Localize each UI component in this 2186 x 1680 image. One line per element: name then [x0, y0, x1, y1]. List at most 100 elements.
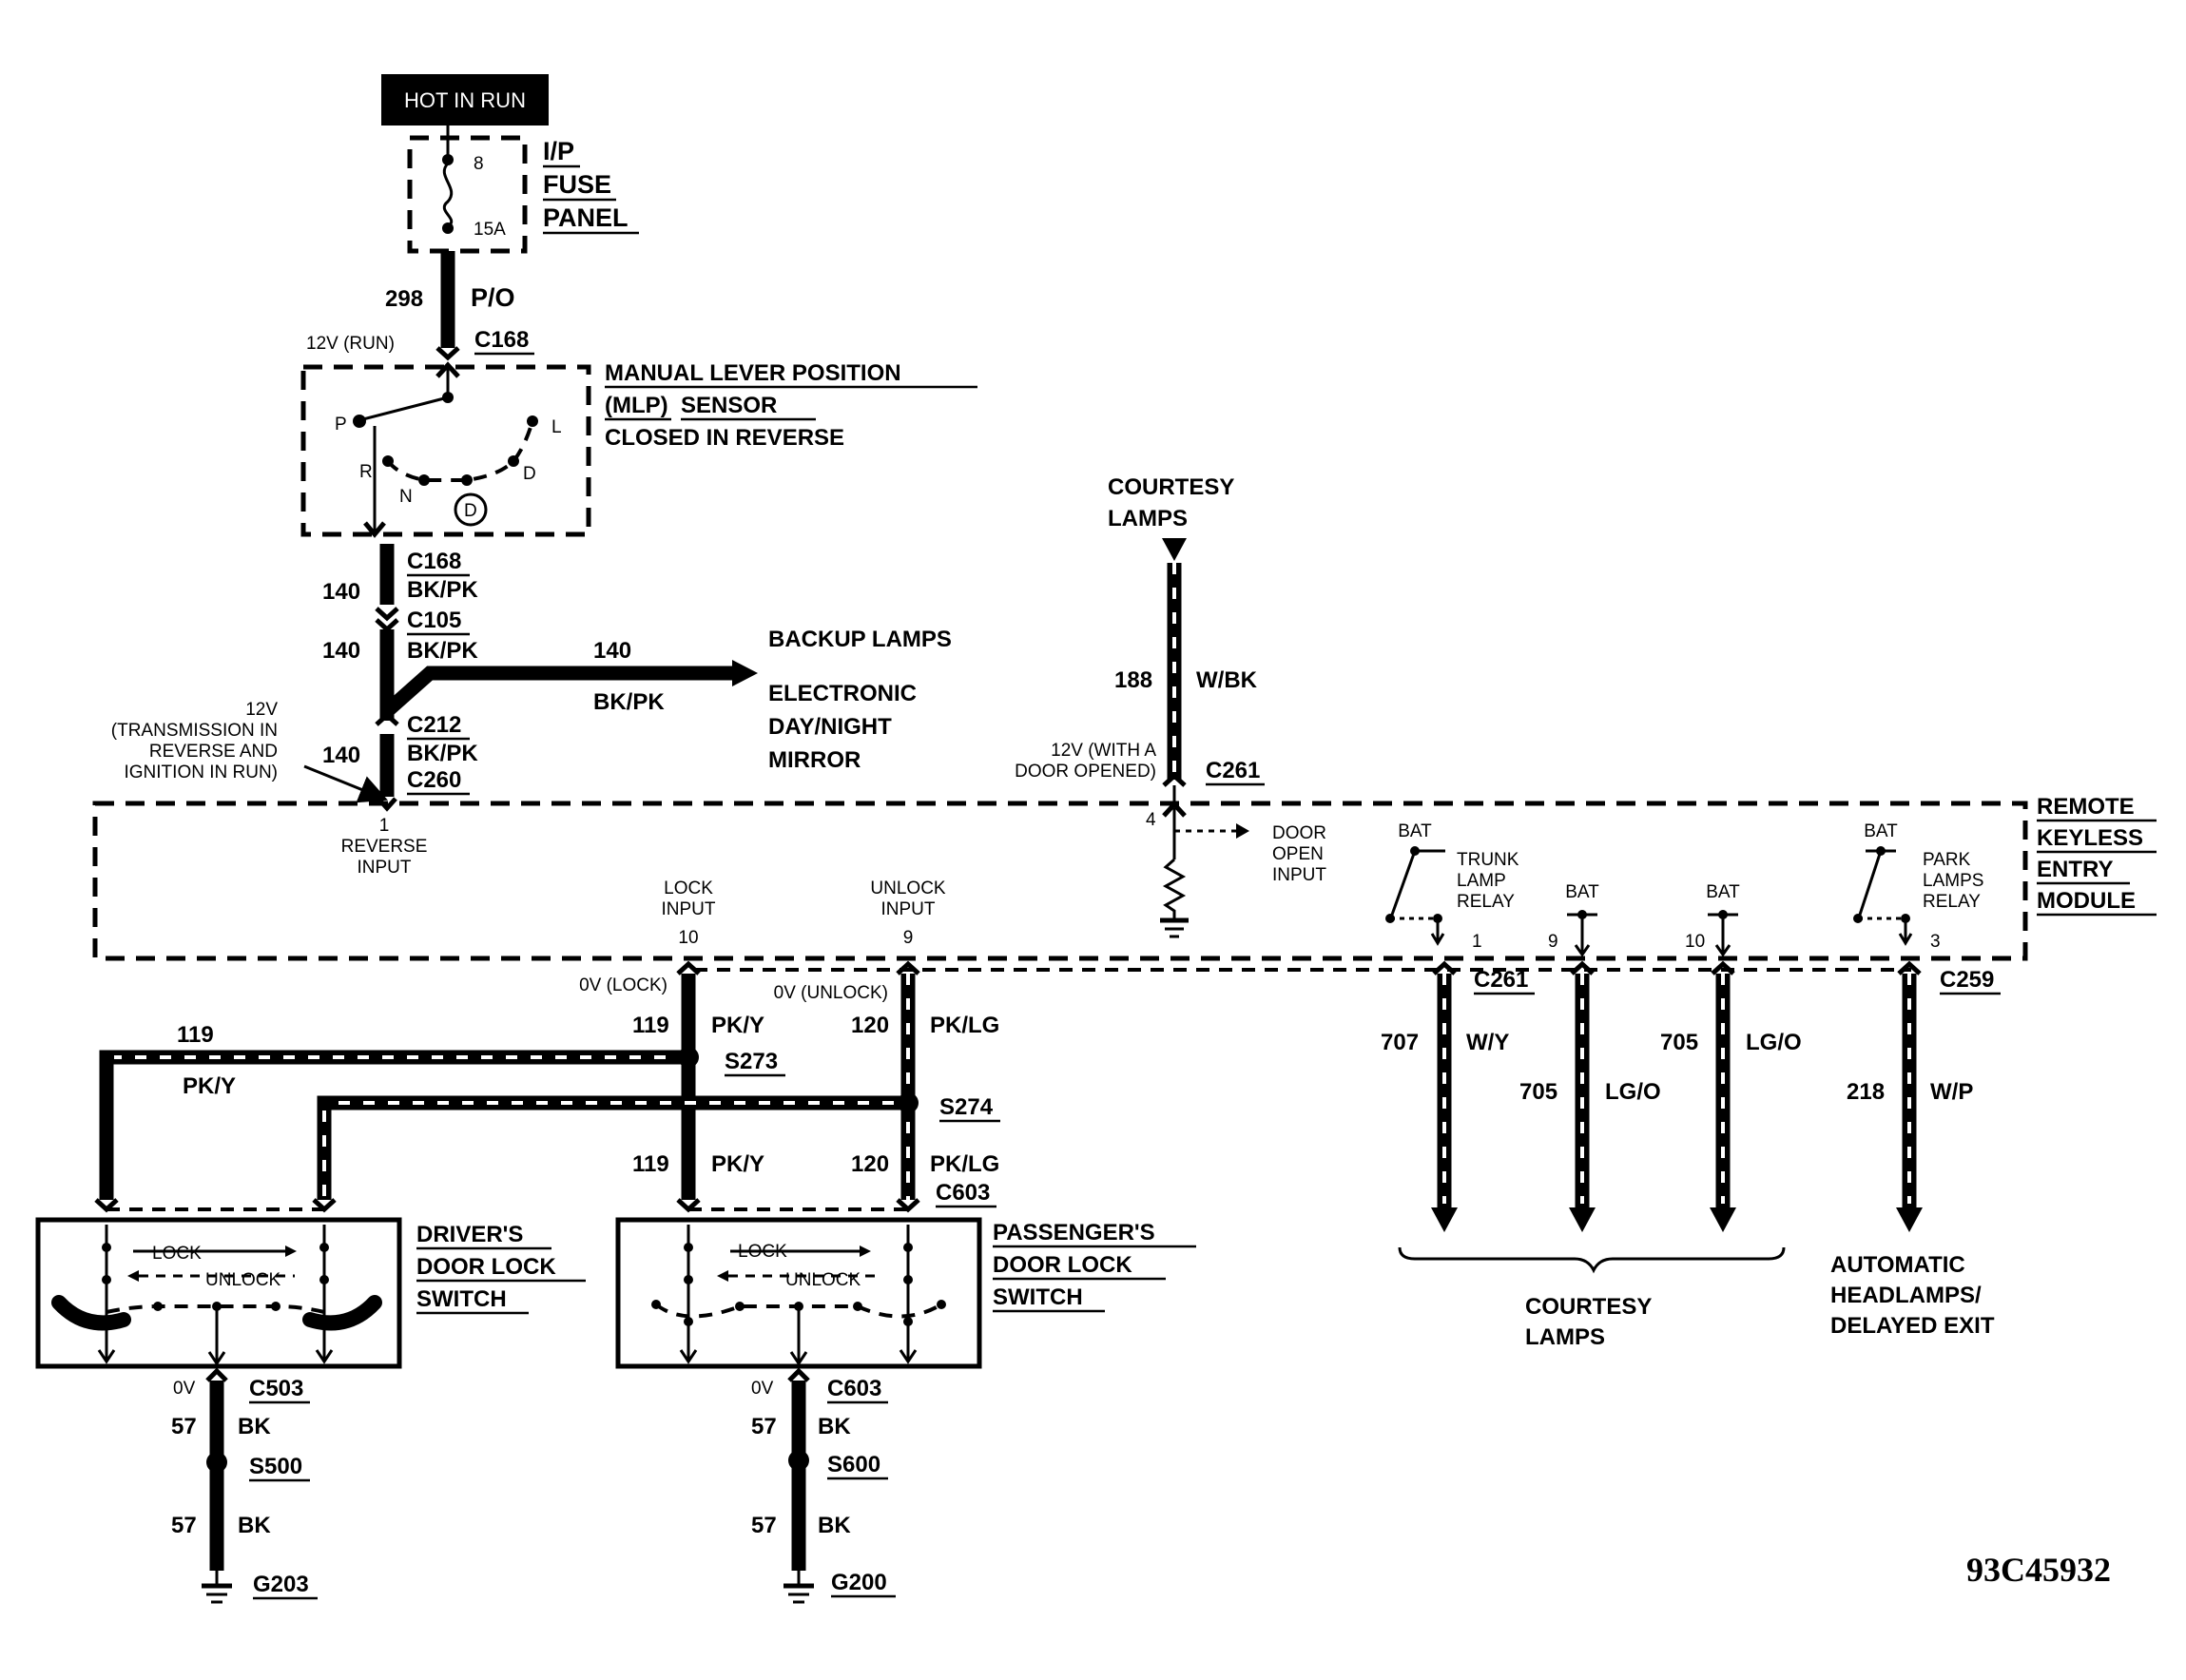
courtesy-lamps-bottom-label: COURTESY LAMPS — [1525, 1294, 1652, 1350]
fuse-panel-label: I/P FUSE PANEL — [543, 137, 639, 235]
out-pin-9: 9 — [1548, 932, 1558, 952]
trunk-lamp-relay — [1385, 846, 1445, 946]
wire-705a-number: 705 — [1519, 1079, 1557, 1105]
mirror-label: ELECTRONIC DAY/NIGHT MIRROR — [768, 681, 917, 773]
svg-text:PANEL: PANEL — [543, 203, 629, 232]
driver-wire-57-color-2: BK — [238, 1513, 271, 1538]
svg-text:PARK: PARK — [1923, 850, 1971, 870]
mlp-sensor-box — [300, 364, 591, 537]
svg-text:MIRROR: MIRROR — [768, 747, 861, 773]
svg-text:ENTRY: ENTRY — [2037, 857, 2113, 882]
svg-text:(TRANSMISSION IN: (TRANSMISSION IN — [111, 721, 278, 741]
svg-text:10: 10 — [678, 928, 698, 948]
passenger-ov: 0V — [751, 1379, 774, 1399]
courtesy-lamps-top-label: COURTESY LAMPS — [1108, 474, 1234, 531]
wire-140-color-2: BK/PK — [407, 638, 478, 664]
backup-lamps-label: BACKUP LAMPS — [768, 627, 952, 652]
svg-text:AUTOMATIC: AUTOMATIC — [1830, 1252, 1965, 1278]
wire-705-b — [1710, 960, 1736, 1232]
svg-text:UNLOCK: UNLOCK — [870, 879, 946, 898]
wire-119-number-left: 119 — [177, 1022, 214, 1048]
park-lamps-relay — [1853, 846, 1913, 946]
svg-text:LAMP: LAMP — [1457, 871, 1506, 891]
wire-120 — [312, 960, 920, 1213]
lock-input-label: LOCK INPUT 10 — [662, 879, 716, 948]
courtesy-bracket — [1398, 1246, 1786, 1274]
park-out-pin: 3 — [1930, 932, 1941, 952]
passenger-wire-57-number-2: 57 — [751, 1513, 777, 1538]
splice-s274 — [898, 1092, 919, 1113]
svg-text:DRIVER'S: DRIVER'S — [416, 1222, 523, 1247]
reverse-pin: 1 — [379, 816, 390, 836]
svg-text:FUSE: FUSE — [543, 170, 611, 199]
wire-298 — [435, 251, 460, 361]
park-relay-label: PARK LAMPS RELAY — [1923, 850, 1983, 912]
connector-c168-bottom: C168 — [407, 549, 461, 574]
fuse-symbol — [442, 126, 454, 234]
svg-text:INPUT: INPUT — [358, 858, 412, 878]
svg-text:KEYLESS: KEYLESS — [2037, 825, 2143, 851]
courtesy-lamps-arrow — [1162, 538, 1187, 561]
passenger-switch-title: PASSENGER'S DOOR LOCK SWITCH — [993, 1220, 1196, 1313]
bat-label-9: BAT — [1565, 882, 1599, 902]
splice-s600: S600 — [827, 1452, 880, 1477]
mlp-pos-r: R — [359, 462, 373, 482]
svg-text:REVERSE AND: REVERSE AND — [149, 742, 278, 762]
wire-119-color-left: PK/Y — [183, 1073, 236, 1099]
wire-119 — [94, 960, 701, 1213]
connector-c168-top: C168 — [474, 327, 529, 353]
mlp-pos-l: L — [551, 417, 562, 437]
svg-text:CLOSED IN REVERSE: CLOSED IN REVERSE — [605, 425, 844, 451]
trunk-out-pin: 1 — [1472, 932, 1482, 952]
driver-switch-title: DRIVER'S DOOR LOCK SWITCH — [416, 1222, 586, 1315]
svg-text:LAMPS: LAMPS — [1108, 506, 1188, 531]
wire-298-voltage: 12V (RUN) — [306, 334, 395, 354]
connector-c212: C212 — [407, 712, 461, 738]
wire-218 — [1896, 960, 1923, 1232]
remote-keyless-entry-module-box — [92, 801, 2028, 961]
svg-text:12V: 12V — [245, 700, 278, 720]
connector-c261-top: C261 — [1206, 758, 1260, 783]
wire-119-number-2: 119 — [632, 1151, 669, 1177]
svg-text:TRUNK: TRUNK — [1457, 850, 1519, 870]
svg-text:REMOTE: REMOTE — [2037, 794, 2135, 820]
passenger-door-lock-switch-box — [615, 1217, 982, 1369]
connector-c261-bottom: C261 — [1474, 967, 1528, 993]
driver-ov: 0V — [173, 1379, 196, 1399]
mlp-pos-overdrive: D — [464, 501, 477, 521]
trunk-bat-label: BAT — [1398, 821, 1432, 841]
wire-120-color-1: PK/LG — [930, 1013, 999, 1038]
splice-s273-label: S273 — [725, 1049, 778, 1074]
wire-707-number: 707 — [1381, 1030, 1419, 1055]
wire-707 — [1431, 960, 1458, 1232]
door-opened-note: 12V (WITH A DOOR OPENED) — [1015, 741, 1156, 782]
mlp-pos-d: D — [523, 464, 536, 484]
splice-s500: S500 — [249, 1454, 302, 1479]
wire-140 — [375, 544, 399, 812]
passenger-wire-57-color-1: BK — [818, 1414, 851, 1439]
mlp-switch — [353, 361, 538, 538]
svg-text:INPUT: INPUT — [881, 899, 936, 919]
wire-140-number-3: 140 — [322, 743, 360, 768]
svg-text:SWITCH: SWITCH — [993, 1284, 1083, 1310]
svg-text:OPEN: OPEN — [1272, 844, 1324, 864]
connector-c603-bottom: C603 — [827, 1376, 881, 1401]
svg-text:MODULE: MODULE — [2037, 888, 2136, 914]
svg-text:DELAYED EXIT: DELAYED EXIT — [1830, 1313, 1995, 1339]
wire-120-color-2: PK/LG — [930, 1151, 999, 1177]
unlock-voltage: 0V (UNLOCK) — [774, 983, 888, 1003]
passenger-wire-57-color-2: BK — [818, 1513, 851, 1538]
unlock-input-label: UNLOCK INPUT 9 — [870, 879, 946, 948]
wire-298-number: 298 — [385, 286, 423, 312]
splice-s273 — [678, 1047, 699, 1068]
trunk-relay-label: TRUNK LAMP RELAY — [1457, 850, 1519, 912]
lock-voltage: 0V (LOCK) — [579, 975, 667, 995]
svg-text:LOCK: LOCK — [664, 879, 713, 898]
out-pin-10: 10 — [1685, 932, 1705, 952]
passenger-ground-wire — [783, 1367, 814, 1604]
wire-119-color-1: PK/Y — [711, 1013, 764, 1038]
passenger-unlock-label: UNLOCK — [785, 1270, 861, 1290]
wire-705a-color: LG/O — [1605, 1079, 1661, 1105]
passenger-wire-57-number-1: 57 — [751, 1414, 777, 1439]
wire-707-color: W/Y — [1466, 1030, 1509, 1055]
